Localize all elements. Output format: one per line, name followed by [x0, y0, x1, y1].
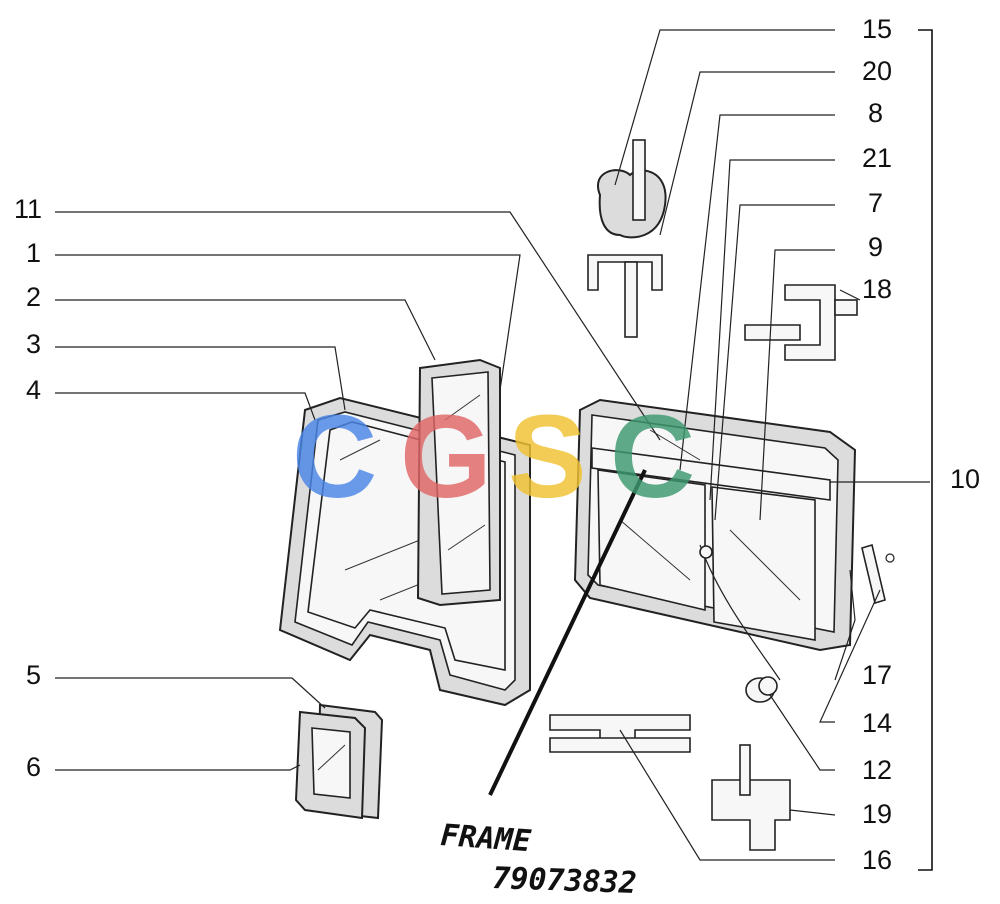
callout-12: 12 [862, 755, 892, 785]
handle-10 [699, 544, 781, 681]
section-detail-15-20 [587, 139, 667, 338]
cgsc-watermark: C G S C [292, 391, 695, 523]
callout-4: 4 [26, 375, 41, 405]
callout-21: 21 [862, 143, 892, 173]
section-detail-16 [549, 714, 691, 753]
callout-3: 3 [26, 329, 41, 359]
callout-2: 2 [26, 282, 41, 312]
group-bracket [918, 29, 933, 871]
channel-18 [784, 284, 836, 361]
watermark-g: G [400, 391, 492, 523]
channel-19 [711, 779, 791, 851]
callout-8: 8 [868, 98, 883, 128]
callout-19: 19 [862, 799, 892, 829]
latch-pin-14 [861, 543, 886, 605]
callout-15: 15 [862, 14, 892, 44]
callout-5: 5 [26, 660, 41, 690]
glass-small [311, 727, 351, 799]
watermark-s: S [508, 391, 587, 523]
callout-16: 16 [862, 845, 892, 875]
section-detail-19 [711, 744, 791, 851]
callout-14: 14 [862, 708, 892, 738]
handwritten-part-number: 79073832 [492, 861, 638, 901]
handwritten-frame-label: FRAME [439, 818, 532, 859]
callout-10: 10 [950, 464, 980, 494]
watermark-c1: C [292, 391, 377, 523]
callout-7: 7 [868, 188, 883, 218]
callout-9: 9 [868, 232, 883, 262]
callout-20: 20 [862, 56, 892, 86]
callout-11: 11 [14, 194, 42, 224]
handwritten-arrow [488, 469, 647, 796]
watermark-c2: C [610, 391, 695, 523]
callout-18: 18 [862, 274, 892, 304]
callout-6: 6 [26, 752, 41, 782]
section-detail-18 [744, 284, 858, 361]
leader-lines [55, 29, 930, 861]
glass-panel-1 [431, 371, 491, 595]
callout-1: 1 [26, 238, 41, 268]
seal-profile-15 [597, 169, 667, 239]
small-window-assembly [294, 703, 384, 820]
glass-fixed-8 [597, 469, 706, 612]
window-assembly-left [278, 358, 531, 707]
callout-17: 17 [862, 660, 892, 690]
